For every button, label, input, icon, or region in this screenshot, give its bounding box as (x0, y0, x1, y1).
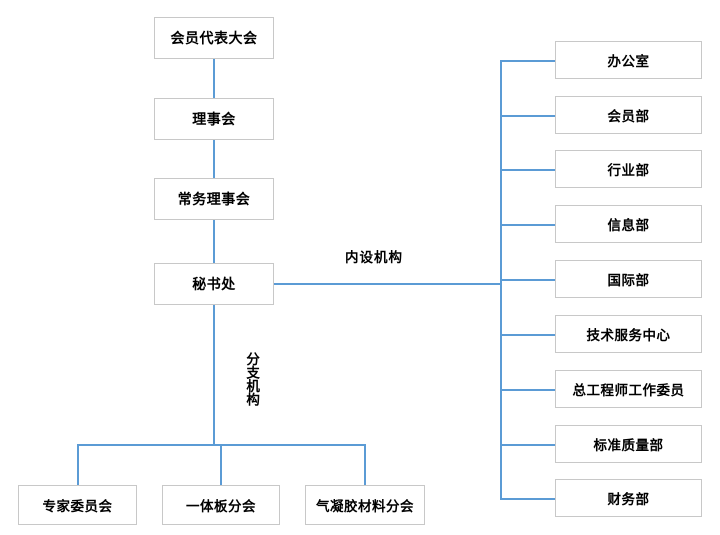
connector-branch-finance (500, 498, 555, 500)
node-tech-service-center[interactable]: 技术服务中心 (555, 315, 702, 353)
node-office-label: 办公室 (607, 54, 650, 69)
node-expert-committee[interactable]: 专家委员会 (18, 485, 137, 525)
connector-assembly-to-council (213, 59, 215, 98)
edge-label-internal-departments: 内设机构 (345, 246, 403, 266)
node-expert-committee-label: 专家委员会 (42, 499, 113, 514)
connector-branch-organizations-bus (77, 444, 366, 446)
connector-branch-international (500, 279, 555, 281)
node-secretariat[interactable]: 秘书处 (154, 263, 274, 305)
node-assembly-label: 会员代表大会 (170, 30, 258, 46)
node-international[interactable]: 国际部 (555, 260, 702, 298)
node-international-label: 国际部 (607, 273, 650, 288)
connector-branch-information (500, 224, 555, 226)
node-industry[interactable]: 行业部 (555, 150, 702, 188)
node-aerogel-material-branch[interactable]: 气凝胶材料分会 (305, 485, 425, 525)
node-assembly[interactable]: 会员代表大会 (154, 17, 274, 59)
node-information-label: 信息部 (607, 218, 650, 233)
node-finance-label: 财务部 (607, 492, 650, 507)
node-aerogel-material-branch-label: 气凝胶材料分会 (316, 499, 414, 514)
edge-label-branch-organizations: 分支机构 (244, 352, 260, 406)
connector-drop-integrated-board (220, 444, 222, 485)
connector-standing-to-secretariat (213, 220, 215, 263)
connector-branch-office (500, 60, 555, 62)
node-tech-service-center-label: 技术服务中心 (586, 328, 671, 343)
connector-secretariat-to-internal-trunk (274, 283, 501, 285)
node-standards-quality-label: 标准质量部 (593, 438, 664, 453)
node-information[interactable]: 信息部 (555, 205, 702, 243)
node-secretariat-label: 秘书处 (192, 276, 236, 292)
node-standing-council[interactable]: 常务理事会 (154, 178, 274, 220)
node-membership[interactable]: 会员部 (555, 96, 702, 134)
node-chief-engineer-committee[interactable]: 总工程师工作委员 (555, 370, 702, 408)
connector-branch-tech-service (500, 334, 555, 336)
node-council[interactable]: 理事会 (154, 98, 274, 140)
connector-secretariat-to-branches (213, 305, 215, 445)
connector-drop-expert-committee (77, 444, 79, 485)
node-membership-label: 会员部 (607, 109, 650, 124)
node-standards-quality[interactable]: 标准质量部 (555, 425, 702, 463)
node-integrated-board-branch-label: 一体板分会 (186, 499, 256, 514)
connector-branch-chief-engineer (500, 389, 555, 391)
node-council-label: 理事会 (192, 111, 236, 127)
node-standing-council-label: 常务理事会 (177, 191, 251, 207)
node-integrated-board-branch[interactable]: 一体板分会 (162, 485, 280, 525)
node-industry-label: 行业部 (607, 163, 650, 178)
connector-drop-aerogel-material (364, 444, 366, 485)
node-finance[interactable]: 财务部 (555, 479, 702, 517)
connector-branch-membership (500, 115, 555, 117)
node-office[interactable]: 办公室 (555, 41, 702, 79)
node-chief-engineer-committee-label: 总工程师工作委员 (572, 383, 685, 398)
connector-branch-standards (500, 444, 555, 446)
connector-council-to-standing (213, 140, 215, 178)
connector-branch-industry (500, 169, 555, 171)
